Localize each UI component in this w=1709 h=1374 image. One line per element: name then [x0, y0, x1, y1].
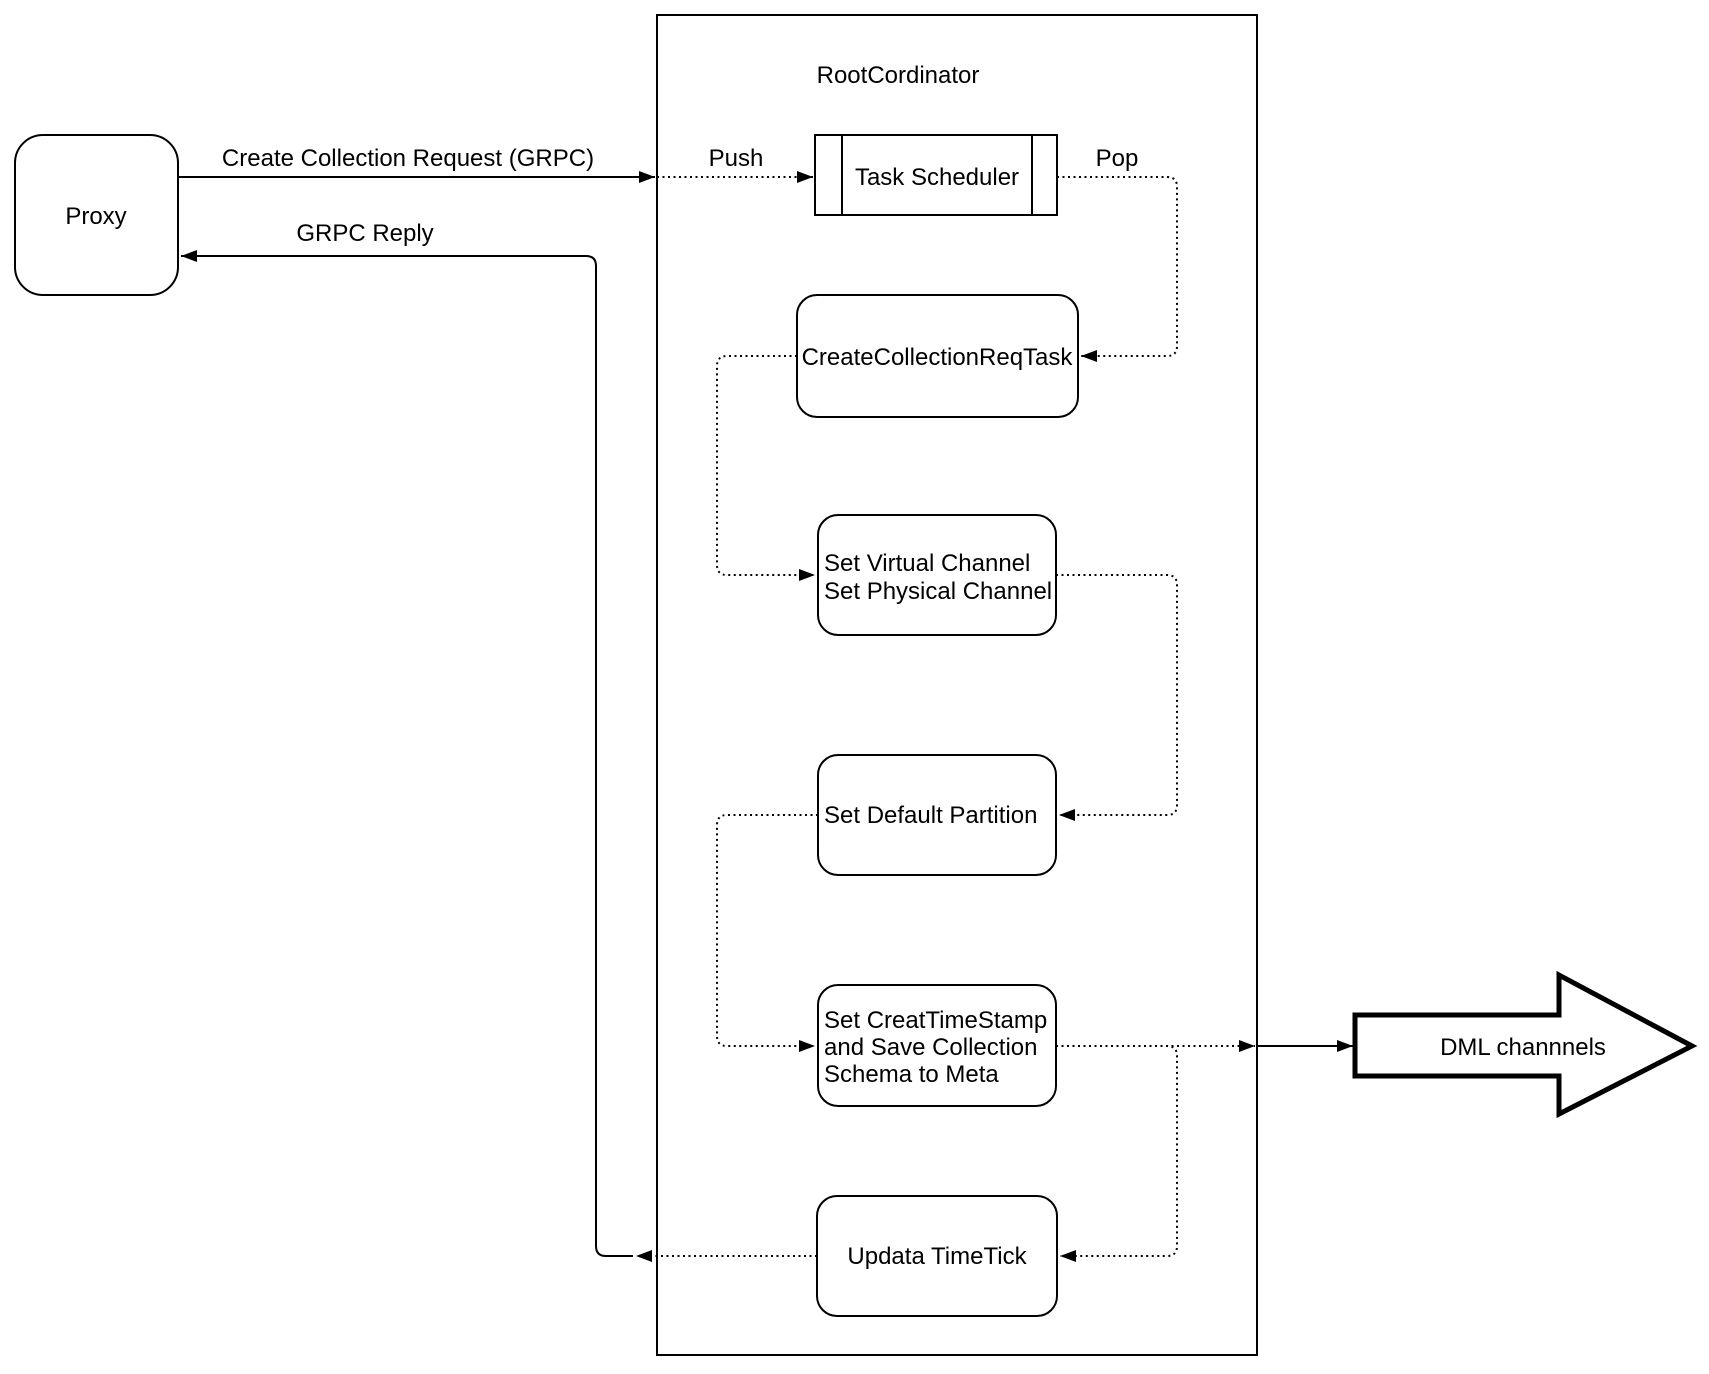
set-timestamp-label-line1: Set CreatTimeStamp — [824, 1007, 1047, 1034]
updata-timetick-label: Updata TimeTick — [847, 1243, 1027, 1270]
create-collection-request-label: Create Collection Request (GRPC) — [222, 145, 594, 172]
set-default-partition-label: Set Default Partition — [824, 802, 1037, 829]
set-channels-label-line1: Set Virtual Channel — [824, 550, 1030, 577]
proxy-node — [14, 134, 179, 296]
rootcordinator-title: RootCordinator — [817, 62, 980, 89]
set-timestamp-label-line2: and Save Collection — [824, 1034, 1037, 1061]
grpc-reply-label: GRPC Reply — [296, 220, 433, 247]
dml-channels-shape — [1352, 970, 1698, 1119]
set-channels-label-line2: Set Physical Channel — [824, 578, 1052, 605]
rootcordinator-container — [656, 14, 1258, 1356]
set-timestamp-label-line3: Schema to Meta — [824, 1061, 999, 1088]
push-label: Push — [709, 145, 764, 172]
setchannels-to-partition-arrow — [1056, 574, 1178, 821]
dml-channels-label: DML channnels — [1440, 1034, 1606, 1061]
task-scheduler-node — [814, 134, 1058, 216]
partition-to-timestamp-arrow — [716, 814, 818, 1052]
pop-label: Pop — [1096, 145, 1139, 172]
reqtask-to-setchannels-arrow — [716, 355, 815, 581]
grpc-reply-arrow — [181, 250, 633, 1257]
proxy-label: Proxy — [65, 203, 126, 230]
pop-arrow — [1057, 176, 1178, 362]
create-collection-req-task-label: CreateCollectionReqTask — [802, 344, 1074, 371]
task-scheduler-label: Task Scheduler — [855, 164, 1019, 191]
